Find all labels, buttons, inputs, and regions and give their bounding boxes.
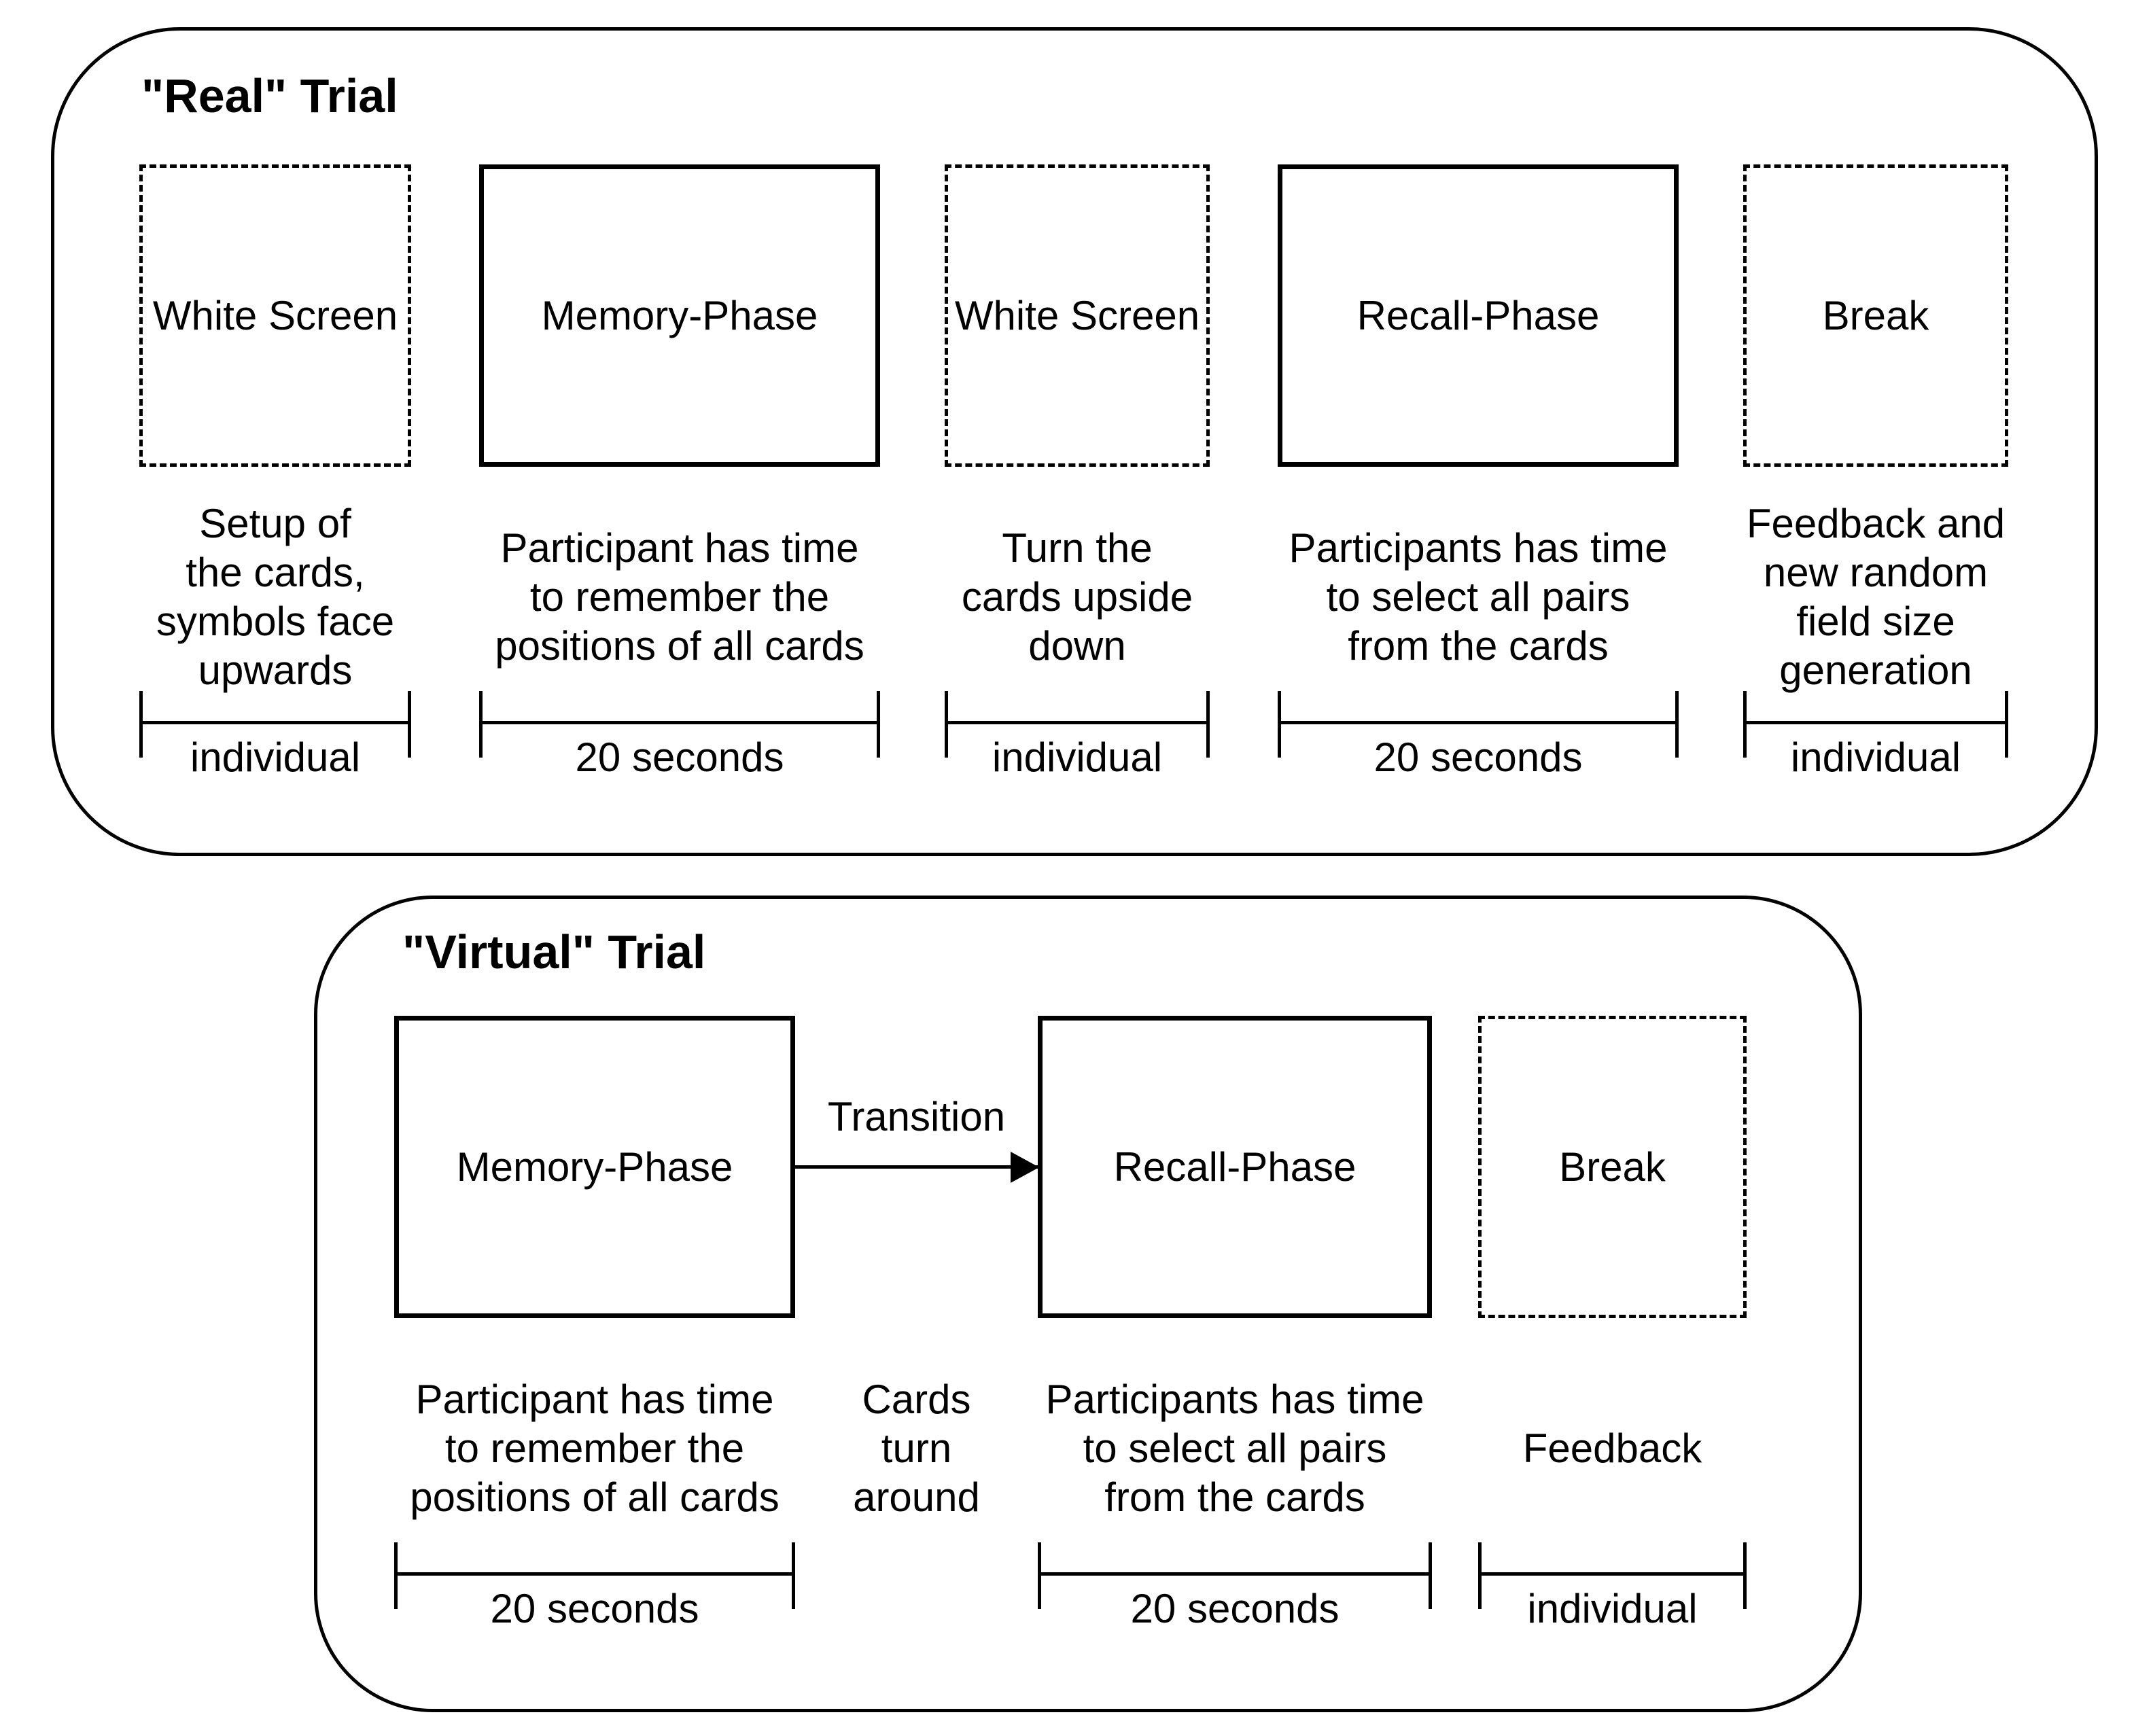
phase-description: Participant has time to remember the pos… [410,1377,780,1520]
real-phase-column-break: Break Feedback and new random field size… [1743,164,2008,780]
duration-label: 20 seconds [575,734,784,780]
memory-phase-box: Memory-Phase [394,1016,795,1318]
virtual-trial-panel: "Virtual" Trial Memory-Phase Participant… [314,896,1862,1712]
arrowhead-right-icon [1011,1151,1039,1183]
real-trial-panel: "Real" Trial White Screen Setup of the c… [51,27,2098,856]
break-box: Break [1478,1016,1747,1318]
duration-bracket: individual [945,691,1210,780]
duration-label: individual [1790,734,1961,780]
phase-box-label: White Screen [152,292,398,338]
phase-description: Participants has time to select all pair… [1045,1377,1424,1520]
duration-label: 20 seconds [1373,734,1583,780]
phase-description: Participant has time to remember the pos… [495,525,864,669]
phase-box-label: Break [1559,1144,1666,1190]
phase-box-label: Memory-Phase [456,1144,733,1190]
phase-description: Feedback [1522,1425,1702,1471]
duration-bracket: 20 seconds [394,1542,795,1631]
duration-bracket: 20 seconds [1038,1542,1432,1631]
break-box: Break [1743,164,2008,467]
white-screen-setup-box: White Screen [139,164,411,467]
phase-box-label: Break [1822,292,1929,338]
virtual-trial-title: "Virtual" Trial [402,925,706,978]
real-phase-column-white-screen-setup: White Screen Setup of the cards, symbols… [139,164,411,780]
phase-description: Turn the cards upside down [961,525,1193,669]
duration-bracket: individual [139,691,411,780]
phase-description: Setup of the cards, symbols face upwards [156,501,395,693]
virtual-transition-column: Transition Cards turn around [795,1016,1039,1627]
phase-box-label: Recall-Phase [1356,292,1600,338]
phase-box-label: Memory-Phase [541,292,818,338]
duration-label: 20 seconds [490,1586,699,1631]
phase-description: Feedback and new random field size gener… [1746,501,2006,693]
real-phase-column-recall: Recall-Phase Participants has time to se… [1278,164,1679,780]
duration-label: individual [190,734,361,780]
phase-description: Participants has time to select all pair… [1289,525,1668,669]
real-phase-column-memory: Memory-Phase Participant has time to rem… [479,164,880,780]
duration-bracket: 20 seconds [479,691,880,780]
transition-arrow [795,1151,1039,1183]
duration-bracket: individual [1743,691,2008,780]
duration-label: individual [1527,1586,1698,1631]
virtual-phase-column-recall: Recall-Phase Participants has time to se… [1038,1016,1432,1631]
duration-bracket: 20 seconds [1278,691,1679,780]
transition-label: Transition [827,1094,1006,1139]
white-screen-turn-box: White Screen [945,164,1210,467]
recall-phase-box: Recall-Phase [1038,1016,1432,1318]
transition-description: Cards turn around [853,1377,980,1520]
virtual-phase-column-memory: Memory-Phase Participant has time to rem… [394,1016,795,1631]
phase-box-label: Recall-Phase [1113,1144,1356,1190]
virtual-phase-column-break: Break Feedback individual [1478,1016,1747,1631]
phase-box-label: White Screen [954,292,1200,338]
duration-bracket: individual [1478,1542,1747,1631]
duration-label: individual [992,734,1163,780]
memory-phase-box: Memory-Phase [479,164,880,467]
real-phase-column-white-screen-turn: White Screen Turn the cards upside down … [945,164,1210,780]
real-trial-title: "Real" Trial [141,69,398,122]
recall-phase-box: Recall-Phase [1278,164,1679,467]
duration-label: 20 seconds [1130,1586,1340,1631]
